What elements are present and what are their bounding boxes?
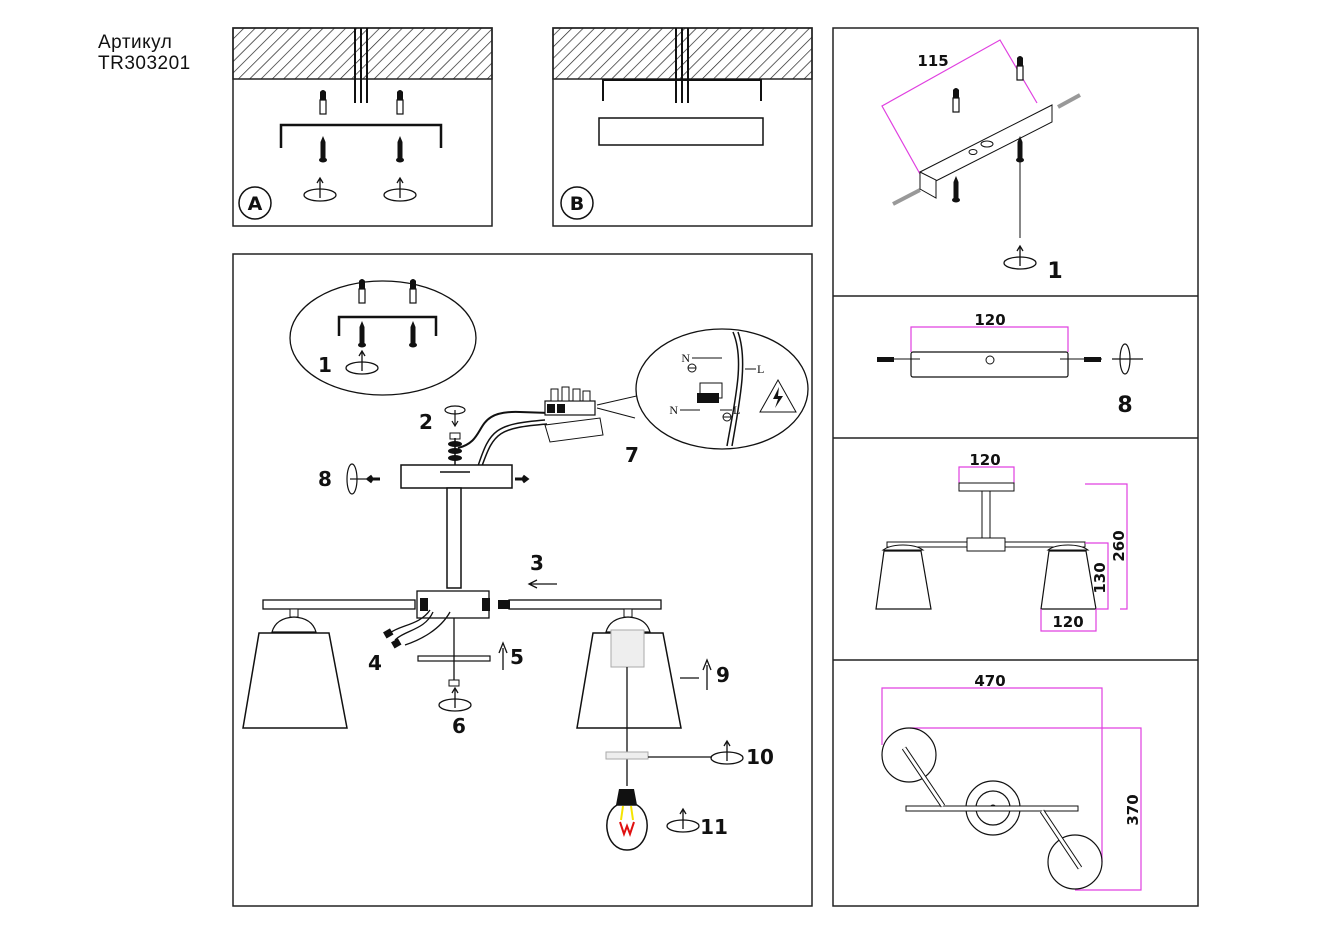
step-label: 9 xyxy=(716,663,730,687)
neutral-label: N xyxy=(669,403,678,417)
article-label: Артикул TR303201 xyxy=(98,32,191,74)
canopy-plate xyxy=(598,117,764,146)
live-label: L xyxy=(757,362,764,376)
mounting-bracket xyxy=(602,79,762,101)
step-label: 11 xyxy=(700,815,728,839)
badge-b-label: B xyxy=(570,193,584,215)
stem xyxy=(446,487,462,589)
panel-a: A xyxy=(232,27,493,227)
dowel-icon xyxy=(952,87,960,113)
high-voltage-icon xyxy=(759,378,797,413)
step-label: 3 xyxy=(530,551,544,575)
mounting-bracket xyxy=(279,123,443,148)
step-label: 1 xyxy=(318,353,332,377)
dimension-label: 470 xyxy=(974,672,1005,690)
step-label: 8 xyxy=(318,467,332,491)
rotate-icon xyxy=(346,463,366,495)
panel-b: B xyxy=(552,27,813,227)
step-label: 7 xyxy=(625,443,639,467)
dowel-icon xyxy=(396,89,404,115)
badge-a-label: A xyxy=(248,193,263,215)
bracket-isometric: 115 1 xyxy=(881,39,1081,284)
dimension-label: 115 xyxy=(917,52,948,70)
main-assembly-panel: 1 2 7 xyxy=(232,253,813,907)
wiring-callout: N L N L xyxy=(596,328,809,450)
arrow-left-icon xyxy=(527,579,557,589)
dimension-label: 120 xyxy=(974,311,1005,329)
lamp-shade-right xyxy=(576,608,682,786)
top-view-dimensions: 470 370 xyxy=(881,672,1142,891)
article-title: Артикул xyxy=(98,32,173,53)
dimension-label: 370 xyxy=(1124,794,1142,825)
step-2-nut: 2 xyxy=(419,405,466,470)
dowel-icon xyxy=(409,278,417,304)
screw-icon xyxy=(952,176,960,203)
dimension-label: 260 xyxy=(1110,530,1128,561)
ceiling-hatch xyxy=(232,27,493,80)
light-bulb-icon xyxy=(606,789,648,851)
dimension-label: 130 xyxy=(1091,562,1109,593)
step-label: 4 xyxy=(368,651,382,675)
terminal-block xyxy=(544,386,604,443)
power-cables xyxy=(675,28,689,103)
step-label: 10 xyxy=(746,745,774,769)
dowel-icon xyxy=(1016,55,1024,81)
arm-right xyxy=(508,599,662,610)
power-cables xyxy=(354,28,368,103)
step-label: 6 xyxy=(452,714,466,738)
neutral-label: N xyxy=(681,351,690,365)
dowel-icon xyxy=(319,89,327,115)
badge-a xyxy=(238,186,272,220)
lamp-shade-left xyxy=(242,608,348,729)
dimension-label: 120 xyxy=(1052,613,1083,631)
inset-step-1: 1 xyxy=(289,278,477,396)
badge-b xyxy=(560,186,594,220)
hub xyxy=(416,590,490,619)
step-label: 5 xyxy=(510,645,524,669)
right-dimensions-panel: 115 1 120 8 xyxy=(832,27,1199,907)
plate-dimension: 120 8 xyxy=(877,311,1143,418)
canopy xyxy=(400,464,513,489)
step-label: 1 xyxy=(1047,259,1062,284)
dimension-label: 120 xyxy=(969,451,1000,469)
side-view-dimensions: 120 260 130 120 xyxy=(875,451,1128,632)
step-label: 8 xyxy=(1117,393,1132,418)
shade-ring xyxy=(605,751,649,760)
article-code: TR303201 xyxy=(98,53,191,74)
live-label: L xyxy=(733,403,740,417)
mounting-bracket xyxy=(337,315,438,336)
dowel-icon xyxy=(358,278,366,304)
step-label: 2 xyxy=(419,410,433,434)
lamp-socket xyxy=(610,629,645,668)
arm-left xyxy=(262,599,416,610)
rotate-icon xyxy=(1003,245,1037,270)
